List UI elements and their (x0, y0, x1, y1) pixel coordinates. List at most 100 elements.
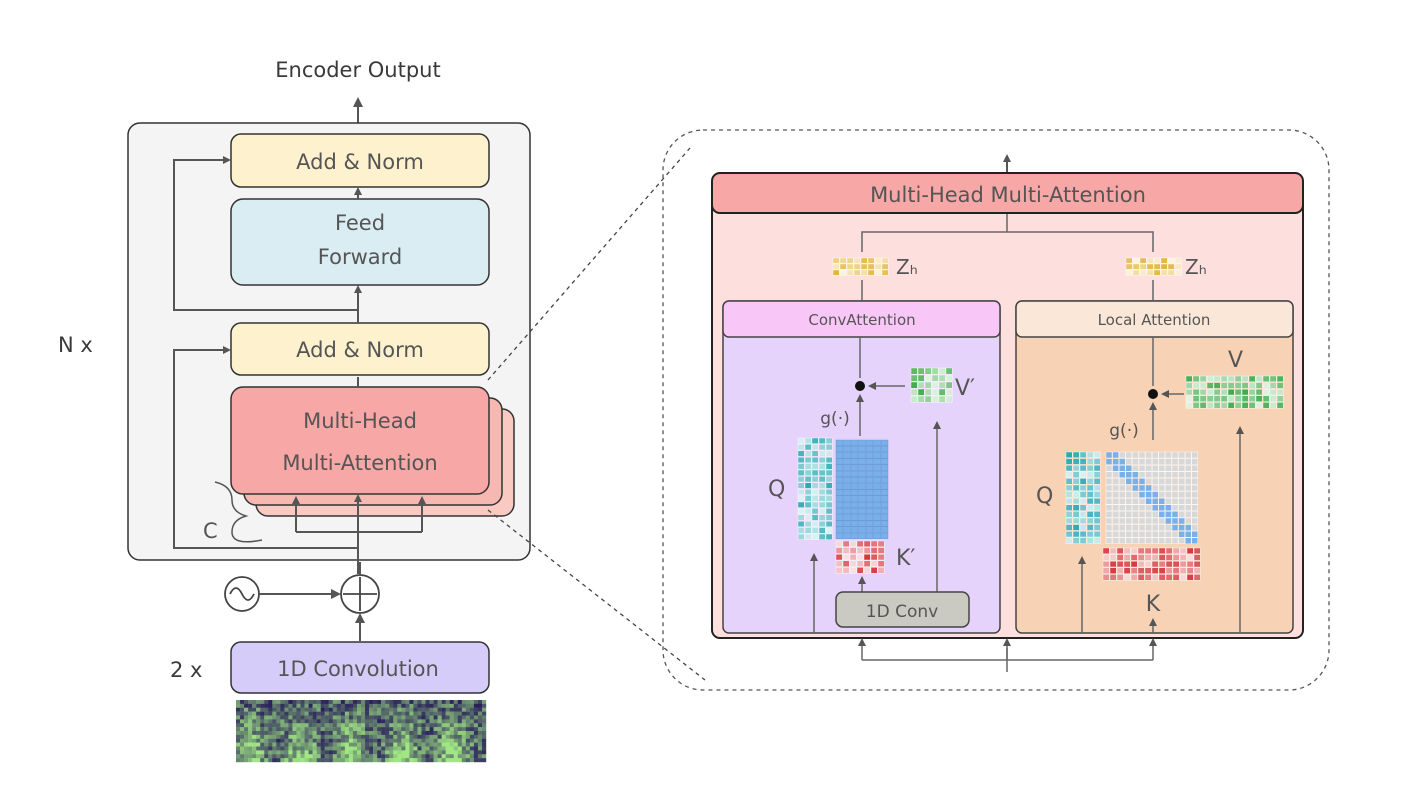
la-attention-cell (1151, 471, 1159, 478)
la-attention-cell (1118, 537, 1126, 544)
spectrogram-cell (296, 703, 301, 708)
spectrogram-cell (449, 738, 454, 743)
spectrogram-cell (473, 746, 479, 751)
spectrogram-cell (336, 742, 342, 747)
spectrogram-cell (336, 758, 342, 763)
spectrogram-cell (256, 734, 261, 739)
spectrogram-cell (340, 700, 346, 705)
ca-query-cell (818, 450, 826, 457)
spectrogram-cell (417, 746, 422, 751)
spectrogram-cell (308, 727, 313, 732)
spectrogram-cell (405, 715, 410, 720)
spectrogram-cell (421, 754, 426, 759)
spectrogram-cell (441, 715, 446, 720)
spectrogram-cell (397, 711, 402, 716)
spectrogram-cell (272, 731, 277, 736)
la-attention-cell (1145, 465, 1152, 472)
z-left-cell (839, 263, 847, 270)
ca-query-cell (811, 514, 819, 521)
ca-attention-cell (858, 464, 866, 471)
la-key-cell (1130, 561, 1138, 568)
spectrogram-cell (397, 700, 402, 705)
la-attention-cell (1118, 517, 1126, 525)
la-attention-cell (1138, 451, 1146, 459)
spectrogram-cell (481, 746, 487, 751)
spectrogram-cell (433, 711, 438, 716)
spectrogram-cell (385, 711, 390, 716)
spectrogram-cell (332, 723, 338, 728)
la-value-cell (1269, 389, 1277, 396)
spectrogram-cell (340, 746, 346, 751)
spectrogram-cell (284, 754, 289, 759)
la-attention-cell (1105, 491, 1113, 498)
la-key-cell (1109, 574, 1117, 581)
spectrogram-cell (437, 719, 442, 724)
spectrogram-cell (312, 711, 317, 716)
spectrogram-cell (425, 738, 430, 743)
z-left-cell (881, 269, 889, 276)
spectrogram-cell (369, 746, 374, 751)
spectrogram-cell (304, 746, 309, 751)
ca-query-cell (804, 450, 812, 457)
spectrogram-cell (365, 754, 370, 759)
la-value-cell (1206, 382, 1214, 389)
spectrogram-cell (260, 727, 265, 732)
spectrogram-cell (320, 707, 325, 712)
spectrogram-cell (477, 742, 483, 747)
spectrogram-cell (481, 707, 487, 712)
spectrogram-cell (312, 731, 317, 736)
spectrogram-cell (240, 719, 245, 724)
spectrogram-cell (389, 700, 394, 705)
spectrogram-cell (373, 754, 378, 759)
la-query-cell (1072, 491, 1080, 498)
spectrogram-cell (300, 723, 305, 728)
spectrogram-cell (377, 707, 382, 712)
la-q-label: Q (1036, 484, 1053, 509)
spectrogram-cell (352, 719, 358, 724)
la-key-cell (1151, 574, 1159, 581)
spectrogram-cell (477, 703, 483, 708)
spectrogram-cell (328, 750, 333, 755)
la-value-cell (1241, 375, 1249, 383)
z-right-cell (1139, 257, 1147, 264)
spectrogram-cell (437, 746, 442, 751)
spectrogram-cell (236, 758, 241, 763)
la-attention-cell (1112, 478, 1119, 485)
ca-key-cell (863, 547, 871, 554)
la-value-cell (1185, 402, 1193, 409)
la-attention-cell (1178, 517, 1185, 525)
spectrogram-cell (421, 731, 426, 736)
spectrogram-cell (405, 734, 410, 739)
spectrogram-cell (356, 734, 362, 739)
spectrogram-cell (292, 700, 297, 705)
spectrogram-cell (332, 731, 338, 736)
spectrogram-cell (320, 723, 325, 728)
z-left-cell (853, 257, 861, 264)
spectrogram-cell (344, 727, 350, 732)
la-query-cell (1065, 531, 1073, 538)
la-attention-cell (1112, 458, 1119, 465)
spectrogram-cell (340, 715, 346, 720)
spectrogram-cell (377, 746, 382, 751)
spectrogram-cell (312, 754, 317, 759)
spectrogram-cell (477, 723, 483, 728)
ca-value-cell (931, 381, 939, 389)
la-attention-cell (1191, 484, 1199, 492)
la-value-cell (1234, 395, 1242, 402)
spectrogram-cell (324, 734, 329, 739)
la-attention-cell (1165, 491, 1172, 498)
spectrogram-cell (405, 742, 410, 747)
la-key-cell (1137, 561, 1145, 568)
spectrogram-cell (316, 750, 321, 755)
ca-key-cell (870, 560, 878, 567)
spectrogram-cell (421, 715, 426, 720)
spectrogram-cell (356, 703, 362, 708)
ca-attention-cell (873, 501, 881, 509)
spectrogram-cell (312, 715, 317, 720)
z-cells-right (1125, 257, 1182, 276)
spectrogram-cell (417, 734, 422, 739)
la-attention-cell (1125, 478, 1133, 485)
spectrogram-cell (481, 715, 487, 720)
la-value-cell (1199, 395, 1207, 402)
spectrogram-cell (361, 742, 366, 747)
